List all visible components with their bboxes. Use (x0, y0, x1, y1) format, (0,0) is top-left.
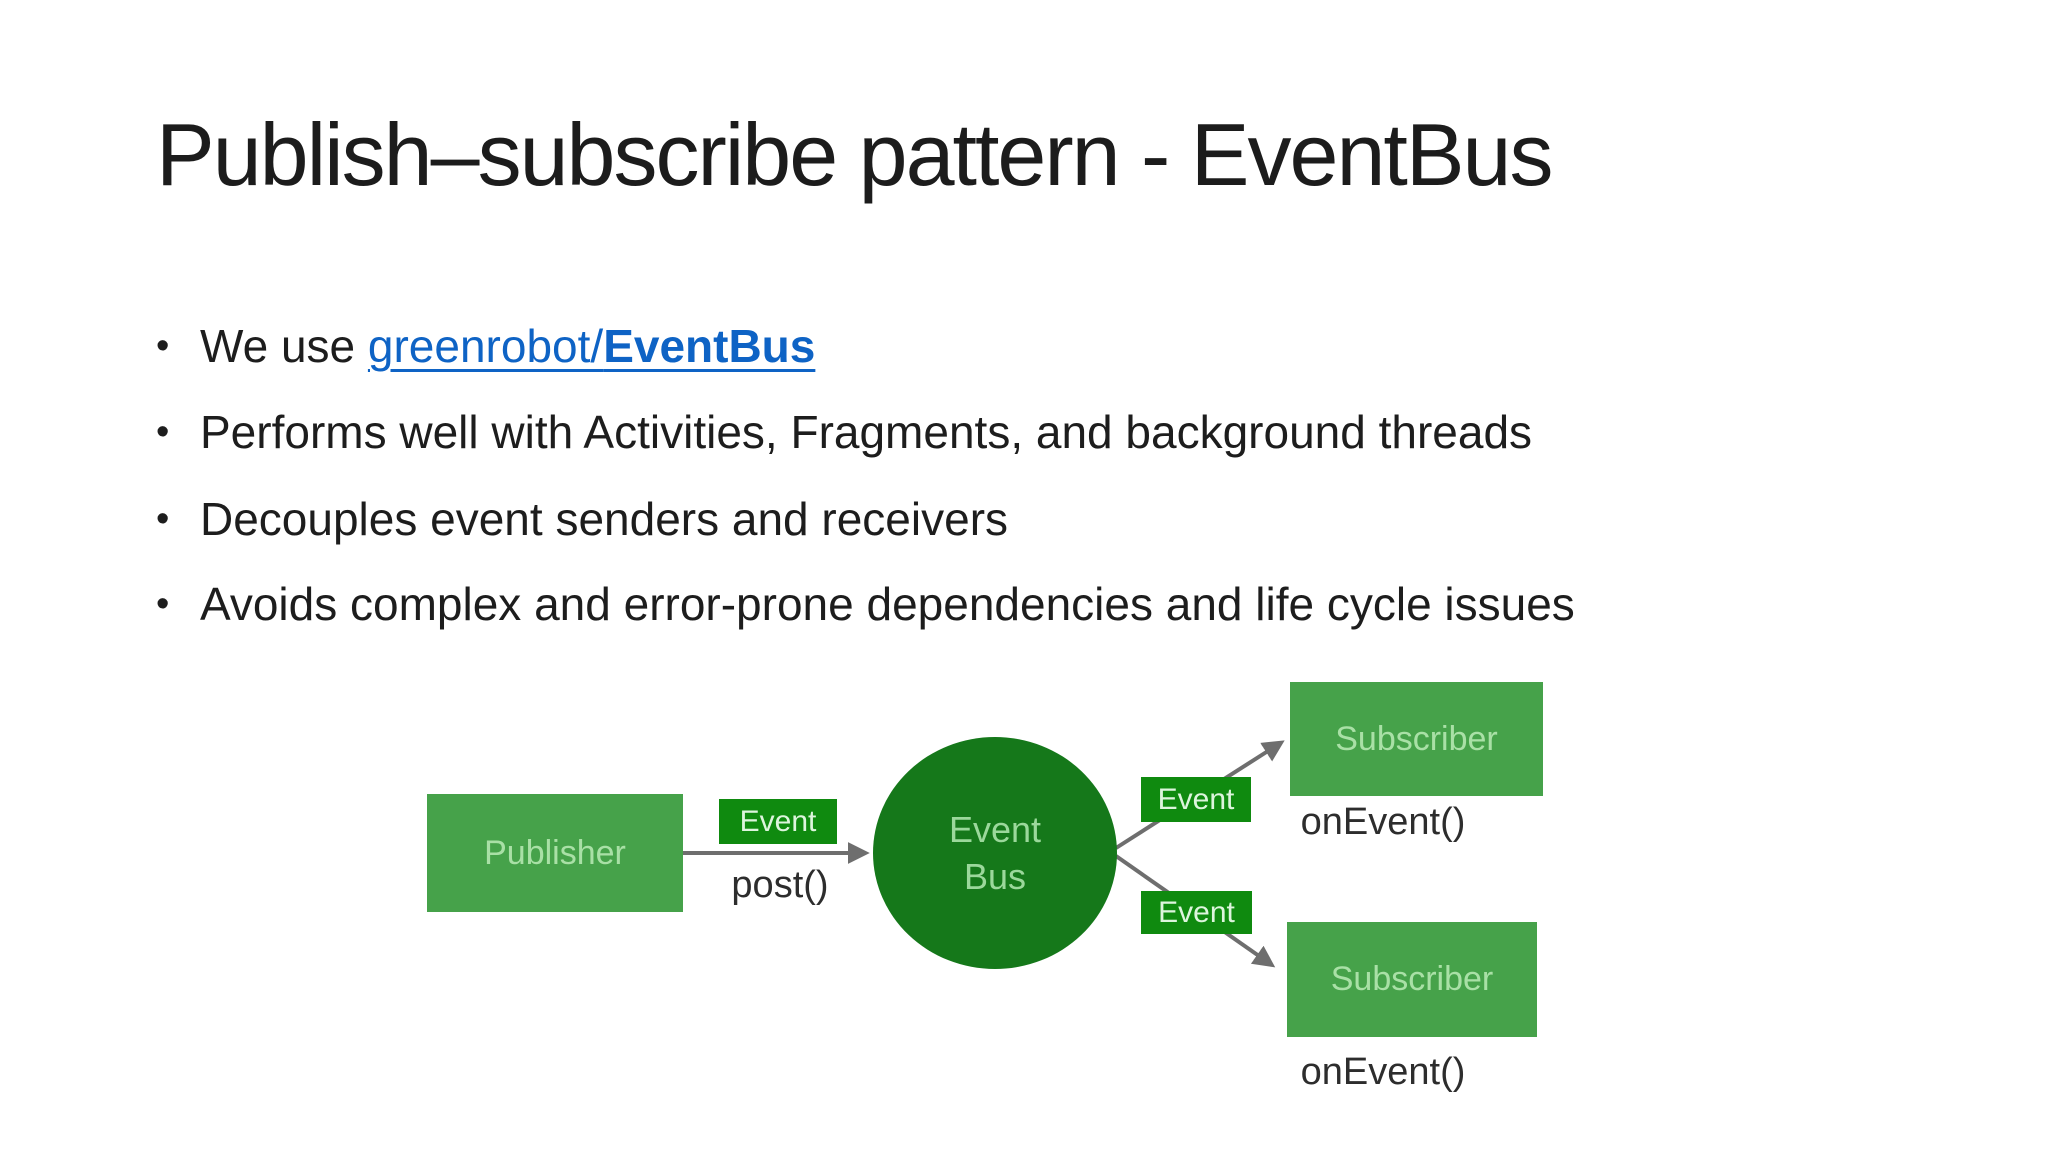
event-badge-bottom: Event (1141, 891, 1252, 934)
onevent-bottom-label: onEvent() (1300, 1051, 1466, 1093)
bullet-item-avoids: • Avoids complex and error-prone depende… (156, 574, 1575, 634)
bullet-item-performs: • Performs well with Activities, Fragmen… (156, 402, 1532, 462)
event-badge-label: Event (1158, 895, 1235, 929)
event-bus-label-line2: Bus (963, 856, 1027, 897)
event-badge-label: Event (739, 804, 817, 838)
event-bus-circle: Event Bus (873, 737, 1117, 969)
subscriber-label: Subscriber (1330, 960, 1494, 998)
bullet-item-we-use: • We use greenrobot/EventBus (156, 316, 815, 376)
event-bus-label-line1: Event (948, 809, 1042, 850)
event-badge-label: Event (1157, 782, 1235, 816)
bullet-icon: • (156, 583, 170, 625)
subscriber-bottom-box: Subscriber (1287, 922, 1537, 1037)
bullet-icon: • (156, 325, 170, 367)
bullet-text: Performs well with Activities, Fragments… (200, 406, 1533, 458)
subscriber-label: Subscriber (1335, 719, 1498, 758)
link-bold-text: EventBus (603, 320, 816, 372)
event-badge-publisher: Event (719, 799, 837, 844)
bullet-text: We use greenrobot/EventBus (200, 316, 815, 376)
onevent-top-label: onEvent() (1300, 801, 1466, 843)
bullet-prefix: We use (200, 320, 368, 372)
link-regular-text: greenrobot/ (367, 320, 604, 372)
publisher-box: Publisher (427, 794, 683, 912)
bullet-text: Avoids complex and error-prone dependenc… (200, 578, 1575, 630)
greenrobot-eventbus-link[interactable]: greenrobot/EventBus (368, 320, 815, 372)
bullet-text: Decouples event senders and receivers (200, 493, 1009, 545)
bullet-item-decouples: • Decouples event senders and receivers (156, 489, 1008, 549)
event-badge-top: Event (1141, 777, 1251, 822)
bullet-icon: • (156, 498, 170, 540)
post-method-label: post() (731, 864, 829, 906)
publisher-label: Publisher (484, 833, 626, 872)
bullet-icon: • (156, 411, 170, 453)
subscriber-top-box: Subscriber (1290, 682, 1543, 796)
page-title: Publish–subscribe pattern - EventBus (156, 105, 1553, 204)
